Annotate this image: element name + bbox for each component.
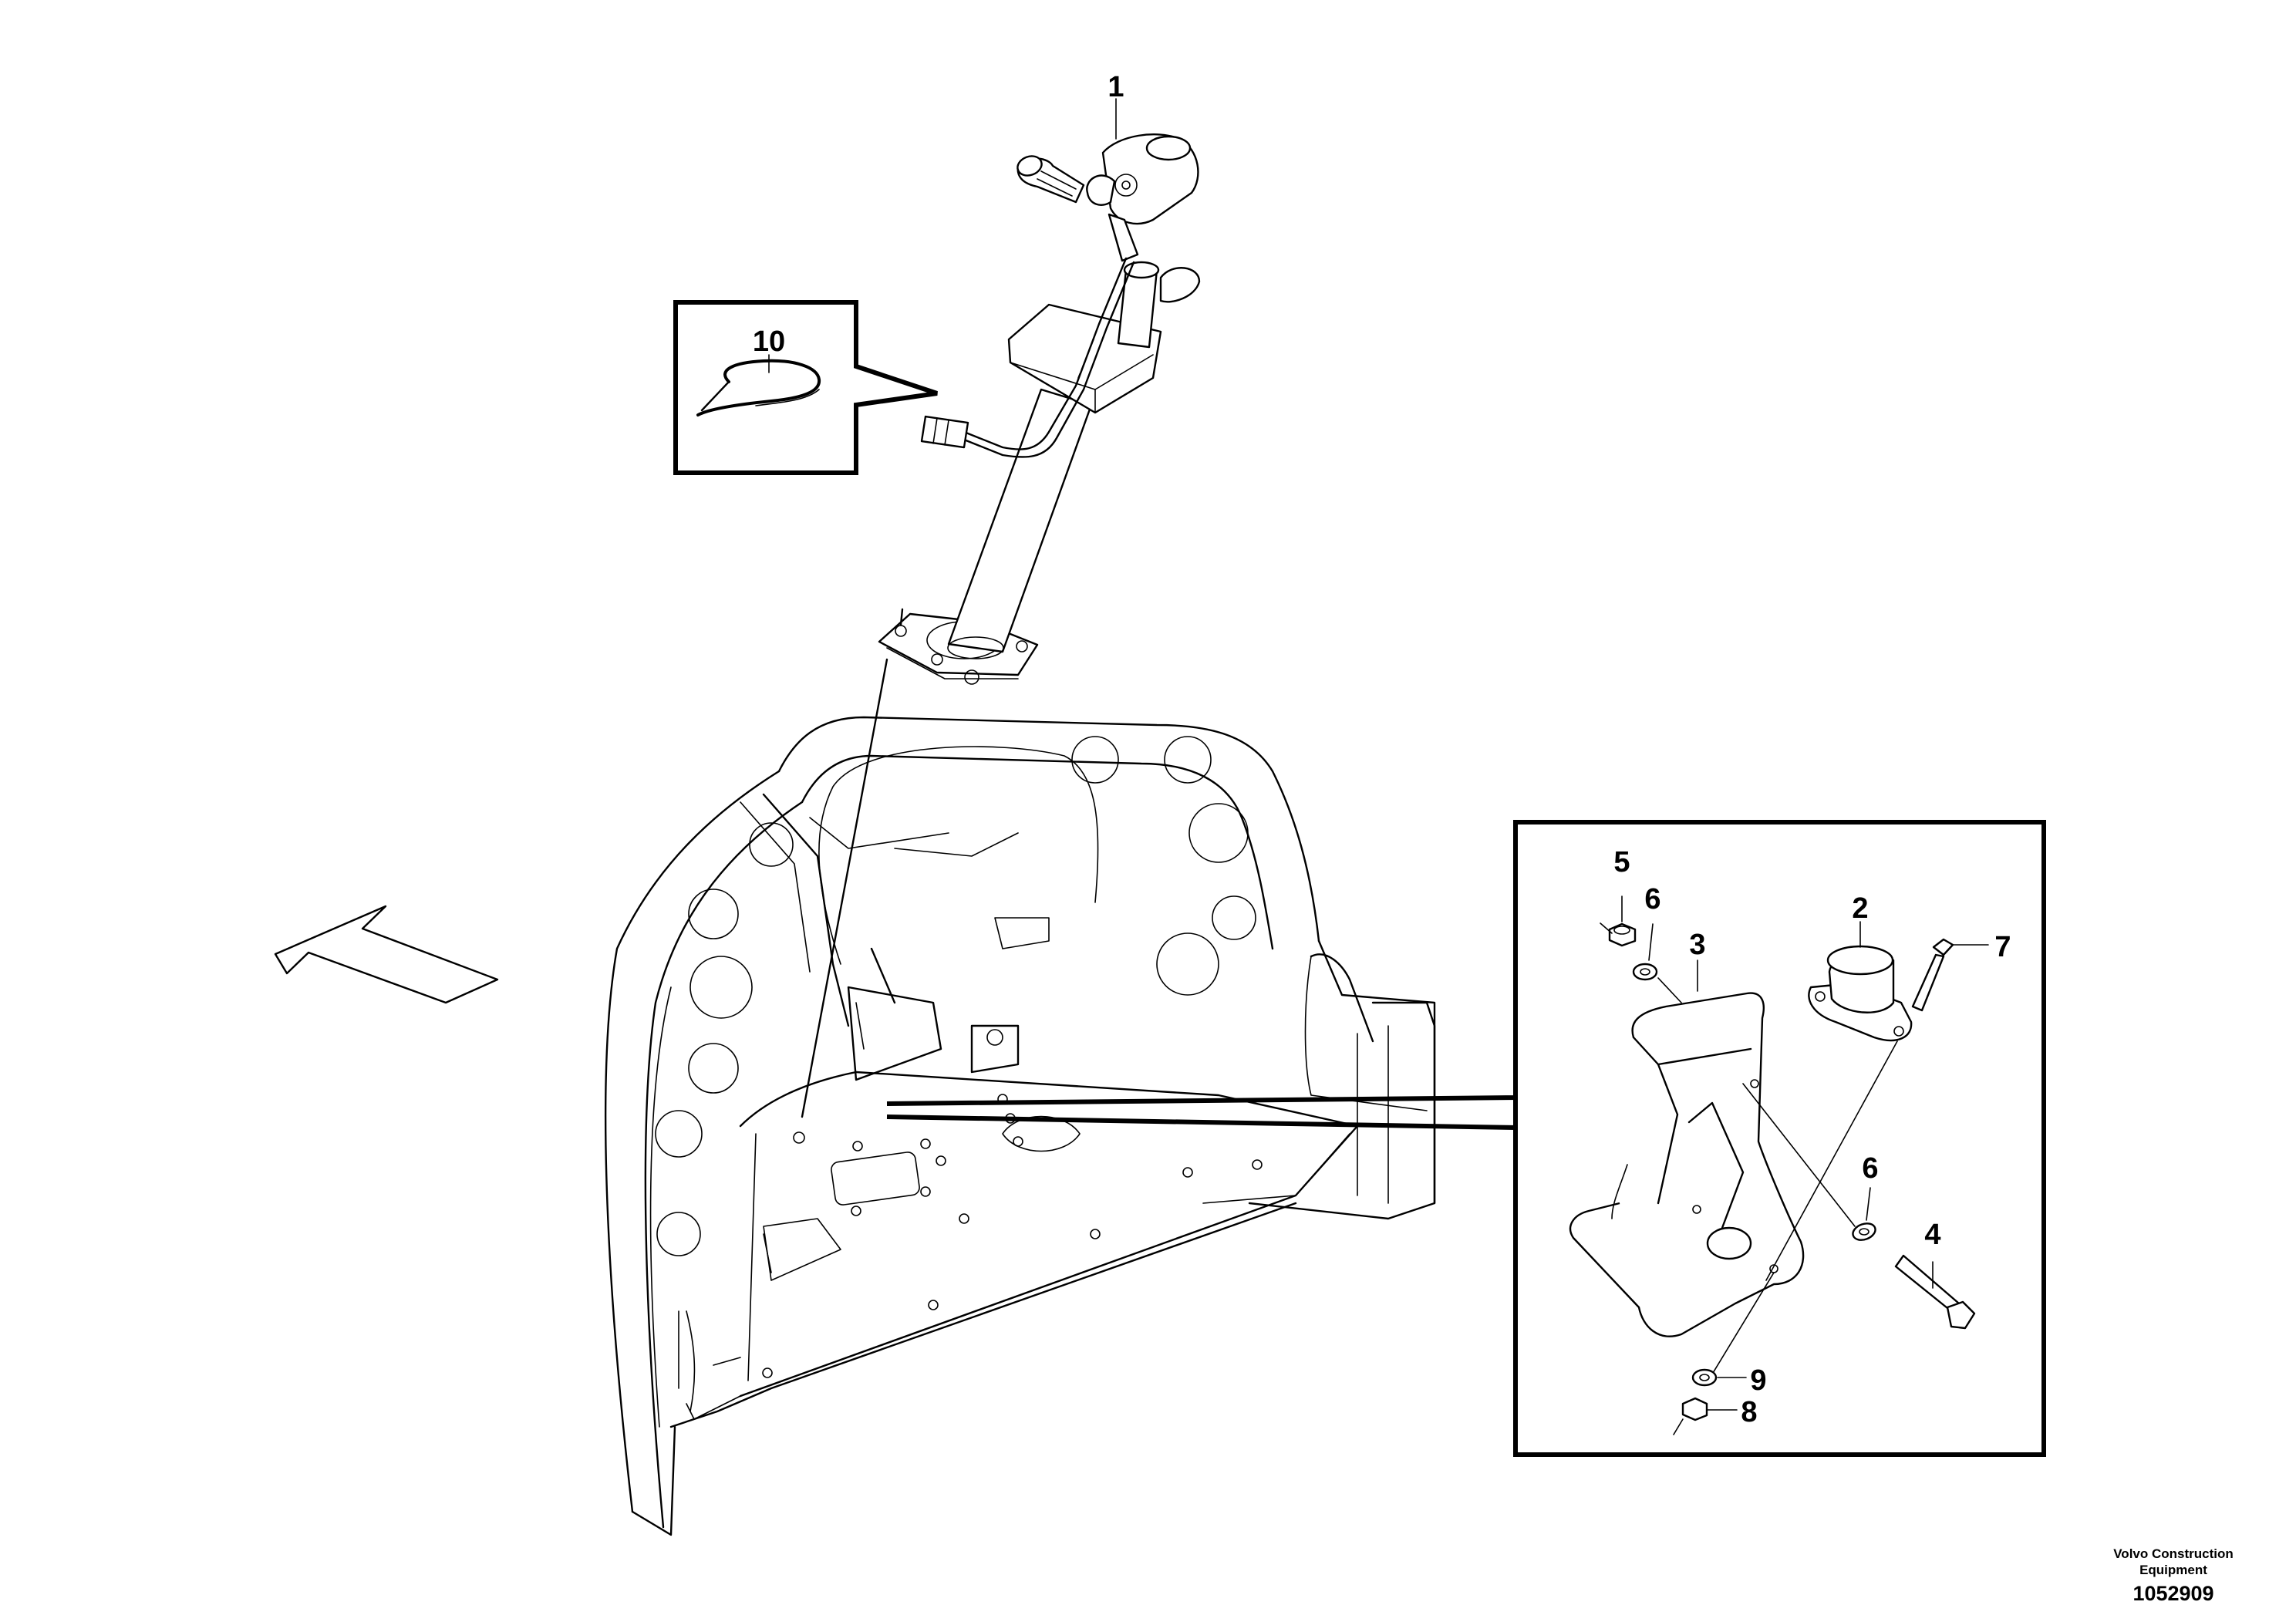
switch-part-2 (1808, 921, 1913, 1042)
washer-part-9 (1691, 1368, 1747, 1387)
callout-2: 2 (1852, 892, 1868, 925)
callout-4: 4 (1924, 1219, 1940, 1251)
cable-tie-detail-box: 10 (673, 300, 938, 475)
steering-lock-lever (1017, 133, 1199, 262)
bracket-detail-box (1513, 820, 2046, 1457)
callout-7: 7 (1994, 931, 2011, 963)
cable-tie-icon (696, 359, 821, 416)
callout-6-lower: 6 (1862, 1152, 1878, 1185)
leader-flange-to-floor (801, 658, 888, 1118)
steering-column (878, 261, 1201, 685)
document-number: 1052909 (2132, 1582, 2213, 1605)
console-port-holes (655, 736, 1256, 1256)
forward-direction-arrow-icon (274, 905, 499, 1004)
callout-8: 8 (1741, 1396, 1757, 1428)
floor-mounting-holes (762, 1094, 1263, 1378)
callout-6-upper: 6 (1644, 883, 1660, 916)
callout-1: 1 (1108, 71, 1124, 103)
nut-part-5 (1608, 895, 1637, 947)
callout-5: 5 (1613, 846, 1630, 878)
washer-part-6-upper (1632, 923, 1658, 981)
bolt-part-7 (1911, 938, 1989, 1012)
callout-9: 9 (1750, 1364, 1766, 1397)
bracket-part-3 (1569, 992, 1805, 1337)
washer-part-6-lower (1852, 1187, 1876, 1241)
cab-front-console (604, 716, 1436, 1536)
nut-part-8 (1673, 1397, 1738, 1435)
footer-credit: Volvo Construction Equipment 1052909 (2113, 1546, 2234, 1605)
leader-detail-lower (886, 1114, 1518, 1149)
brand-line-2: Equipment (2139, 1563, 2207, 1577)
bolt-part-4 (1894, 1254, 1976, 1330)
wire-harness (920, 257, 1135, 458)
callout-3: 3 (1689, 929, 1705, 961)
callout-10: 10 (753, 325, 785, 358)
brand-line-1: Volvo Construction (2113, 1546, 2234, 1561)
